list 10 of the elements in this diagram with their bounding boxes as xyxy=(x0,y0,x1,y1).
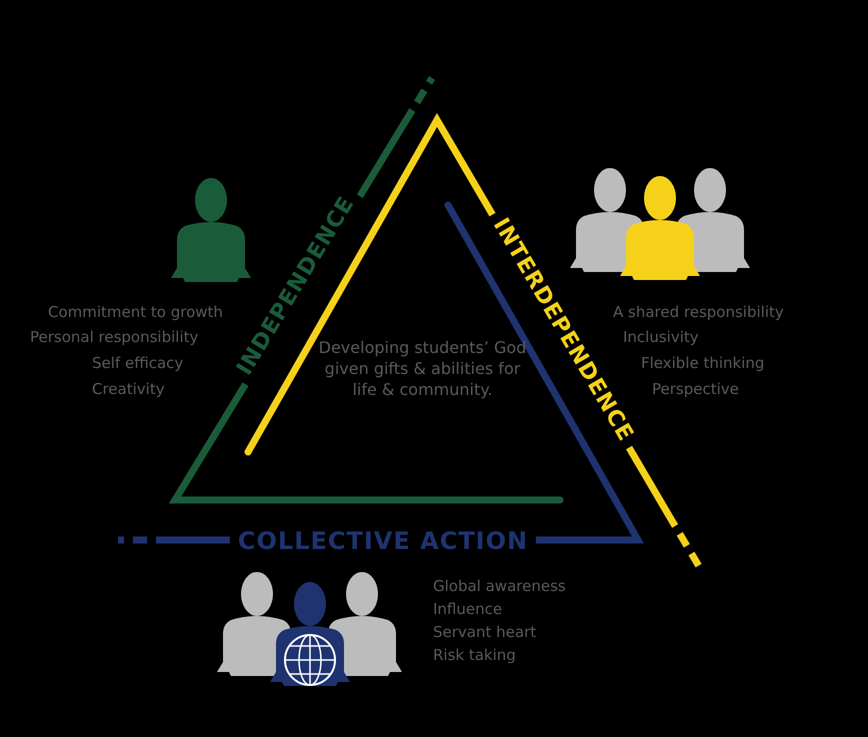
trait-text: Commitment to growth xyxy=(48,303,223,321)
trait-text: Perspective xyxy=(652,380,739,398)
trait-text: Creativity xyxy=(92,380,165,398)
trait-text: Influence xyxy=(433,600,502,618)
trait-text: Personal responsibility xyxy=(30,328,198,346)
trait-text: Flexible thinking xyxy=(641,354,764,372)
trait-text: Risk taking xyxy=(433,646,516,664)
trait-text: Global awareness xyxy=(433,577,566,595)
trait-text: Servant heart xyxy=(433,623,536,641)
trait-text: Self efficacy xyxy=(92,354,184,372)
